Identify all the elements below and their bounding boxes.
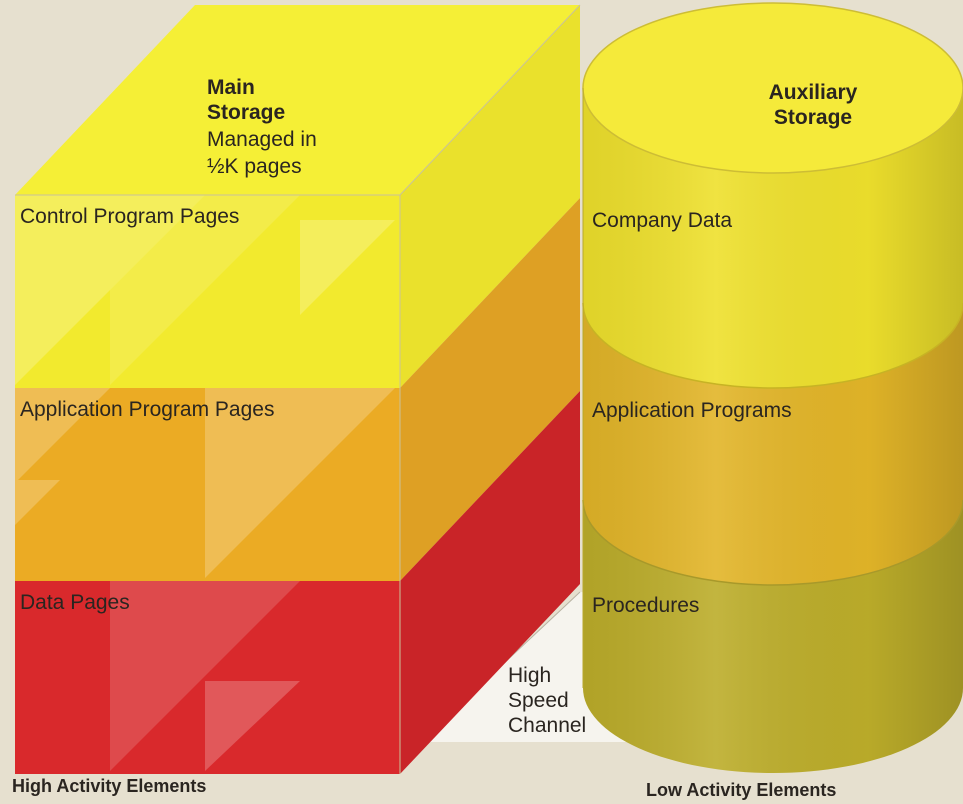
high-activity-caption: High Activity Elements: [12, 776, 207, 796]
channel-label-line1: High: [508, 664, 552, 687]
company-data-label: Company Data: [592, 209, 733, 232]
data-pages-layer-side: [400, 391, 580, 774]
application-program-pages-label: Application Program Pages: [20, 398, 275, 421]
main-storage-title-line1: Main: [207, 76, 255, 99]
application-program-layer-side: [400, 198, 580, 581]
main-storage-top-face: [15, 5, 580, 195]
data-pages-label: Data Pages: [20, 591, 130, 614]
auxiliary-storage-title-line2: Storage: [773, 106, 853, 129]
channel-label-line3: Channel: [508, 714, 587, 737]
application-programs-label: Application Programs: [592, 399, 792, 422]
page-pattern: [15, 195, 395, 771]
box-edges: [15, 4, 581, 774]
main-storage-subtitle-line1: Managed in: [207, 128, 317, 151]
application-program-layer-front: [15, 388, 400, 581]
auxiliary-storage-cylinder: [582, 2, 963, 773]
channel-label-line2: Speed: [508, 689, 569, 712]
cylinder-shading: [583, 88, 963, 773]
control-program-layer-front: [15, 195, 400, 388]
control-program-pages-label: Control Program Pages: [20, 205, 240, 228]
auxiliary-storage-title-line1: Auxiliary: [768, 81, 858, 104]
main-storage-subtitle-line2: ½K pages: [207, 155, 302, 178]
control-program-layer-side: [400, 5, 580, 388]
procedures-label: Procedures: [592, 594, 700, 617]
main-storage-box: [15, 4, 581, 774]
low-activity-caption: Low Activity Elements: [646, 780, 837, 800]
data-pages-layer-front: [15, 581, 400, 774]
main-storage-title-line2: Storage: [207, 101, 286, 124]
